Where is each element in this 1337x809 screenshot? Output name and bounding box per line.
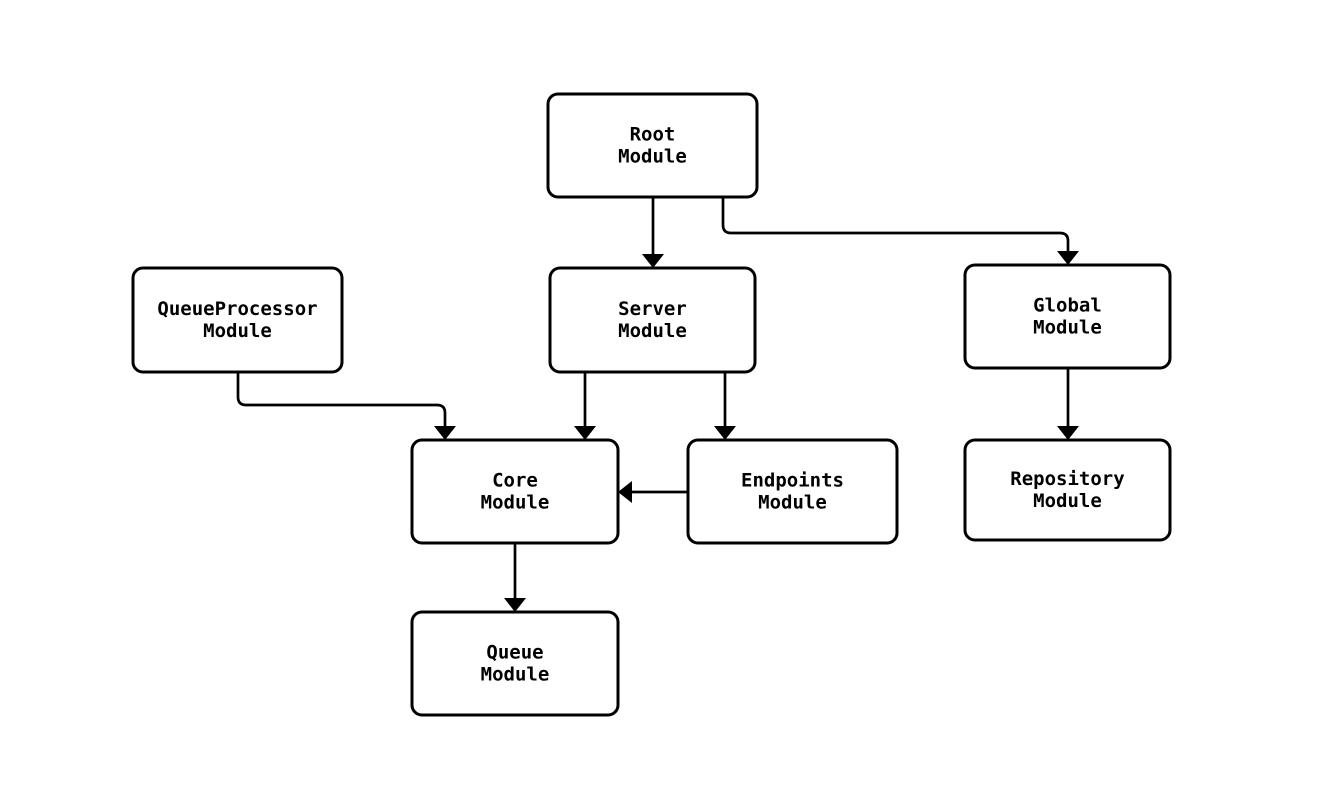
node-label-line: Global bbox=[1033, 295, 1102, 317]
edge-queueprocessor-core bbox=[236, 372, 456, 440]
arrowhead-icon bbox=[618, 481, 632, 503]
node-label-line: Module bbox=[203, 320, 272, 342]
edge-core-queue bbox=[504, 543, 526, 612]
node-box-queue bbox=[410, 610, 620, 717]
arrowhead-icon bbox=[504, 598, 526, 612]
edge-server-endpoints bbox=[714, 372, 736, 440]
node-label-line: Module bbox=[1033, 490, 1102, 512]
node-box-root bbox=[546, 92, 759, 199]
node-label-line: Module bbox=[481, 492, 550, 514]
node-label-line: Repository bbox=[1010, 468, 1124, 490]
arrowhead-icon bbox=[1057, 251, 1079, 265]
edge-endpoints-core bbox=[618, 481, 688, 503]
node-label-line: Module bbox=[618, 320, 687, 342]
node-label-line: Core bbox=[492, 470, 538, 492]
arrowhead-icon bbox=[714, 426, 736, 440]
node-box-repository bbox=[963, 438, 1172, 542]
node-box-queueprocessor bbox=[131, 266, 344, 374]
edge-line-queueprocessor-core bbox=[236, 372, 447, 426]
node-label-line: Module bbox=[481, 664, 550, 686]
arrowhead-icon bbox=[1057, 426, 1079, 440]
node-label-line: Queue bbox=[486, 642, 543, 664]
node-label-line: Root bbox=[630, 124, 676, 146]
node-label-line: Module bbox=[758, 492, 827, 514]
edge-root-global bbox=[721, 197, 1079, 265]
node-box-endpoints bbox=[686, 438, 899, 545]
arrowhead-icon bbox=[574, 426, 596, 440]
node-label-line: Endpoints bbox=[741, 470, 844, 492]
node-label-line: Module bbox=[618, 146, 687, 168]
node-box-core bbox=[410, 438, 620, 545]
node-label-line: Module bbox=[1033, 317, 1102, 339]
node-label-line: QueueProcessor bbox=[157, 298, 317, 320]
node-label-line: Server bbox=[618, 298, 687, 320]
edge-global-repository bbox=[1057, 368, 1079, 440]
node-box-global bbox=[963, 263, 1172, 370]
edge-root-server bbox=[642, 197, 664, 268]
node-box-server bbox=[548, 266, 757, 374]
edge-server-core bbox=[574, 372, 596, 440]
arrowhead-icon bbox=[434, 426, 456, 440]
arrowhead-icon bbox=[642, 254, 664, 268]
edge-line-root-global bbox=[721, 197, 1070, 251]
